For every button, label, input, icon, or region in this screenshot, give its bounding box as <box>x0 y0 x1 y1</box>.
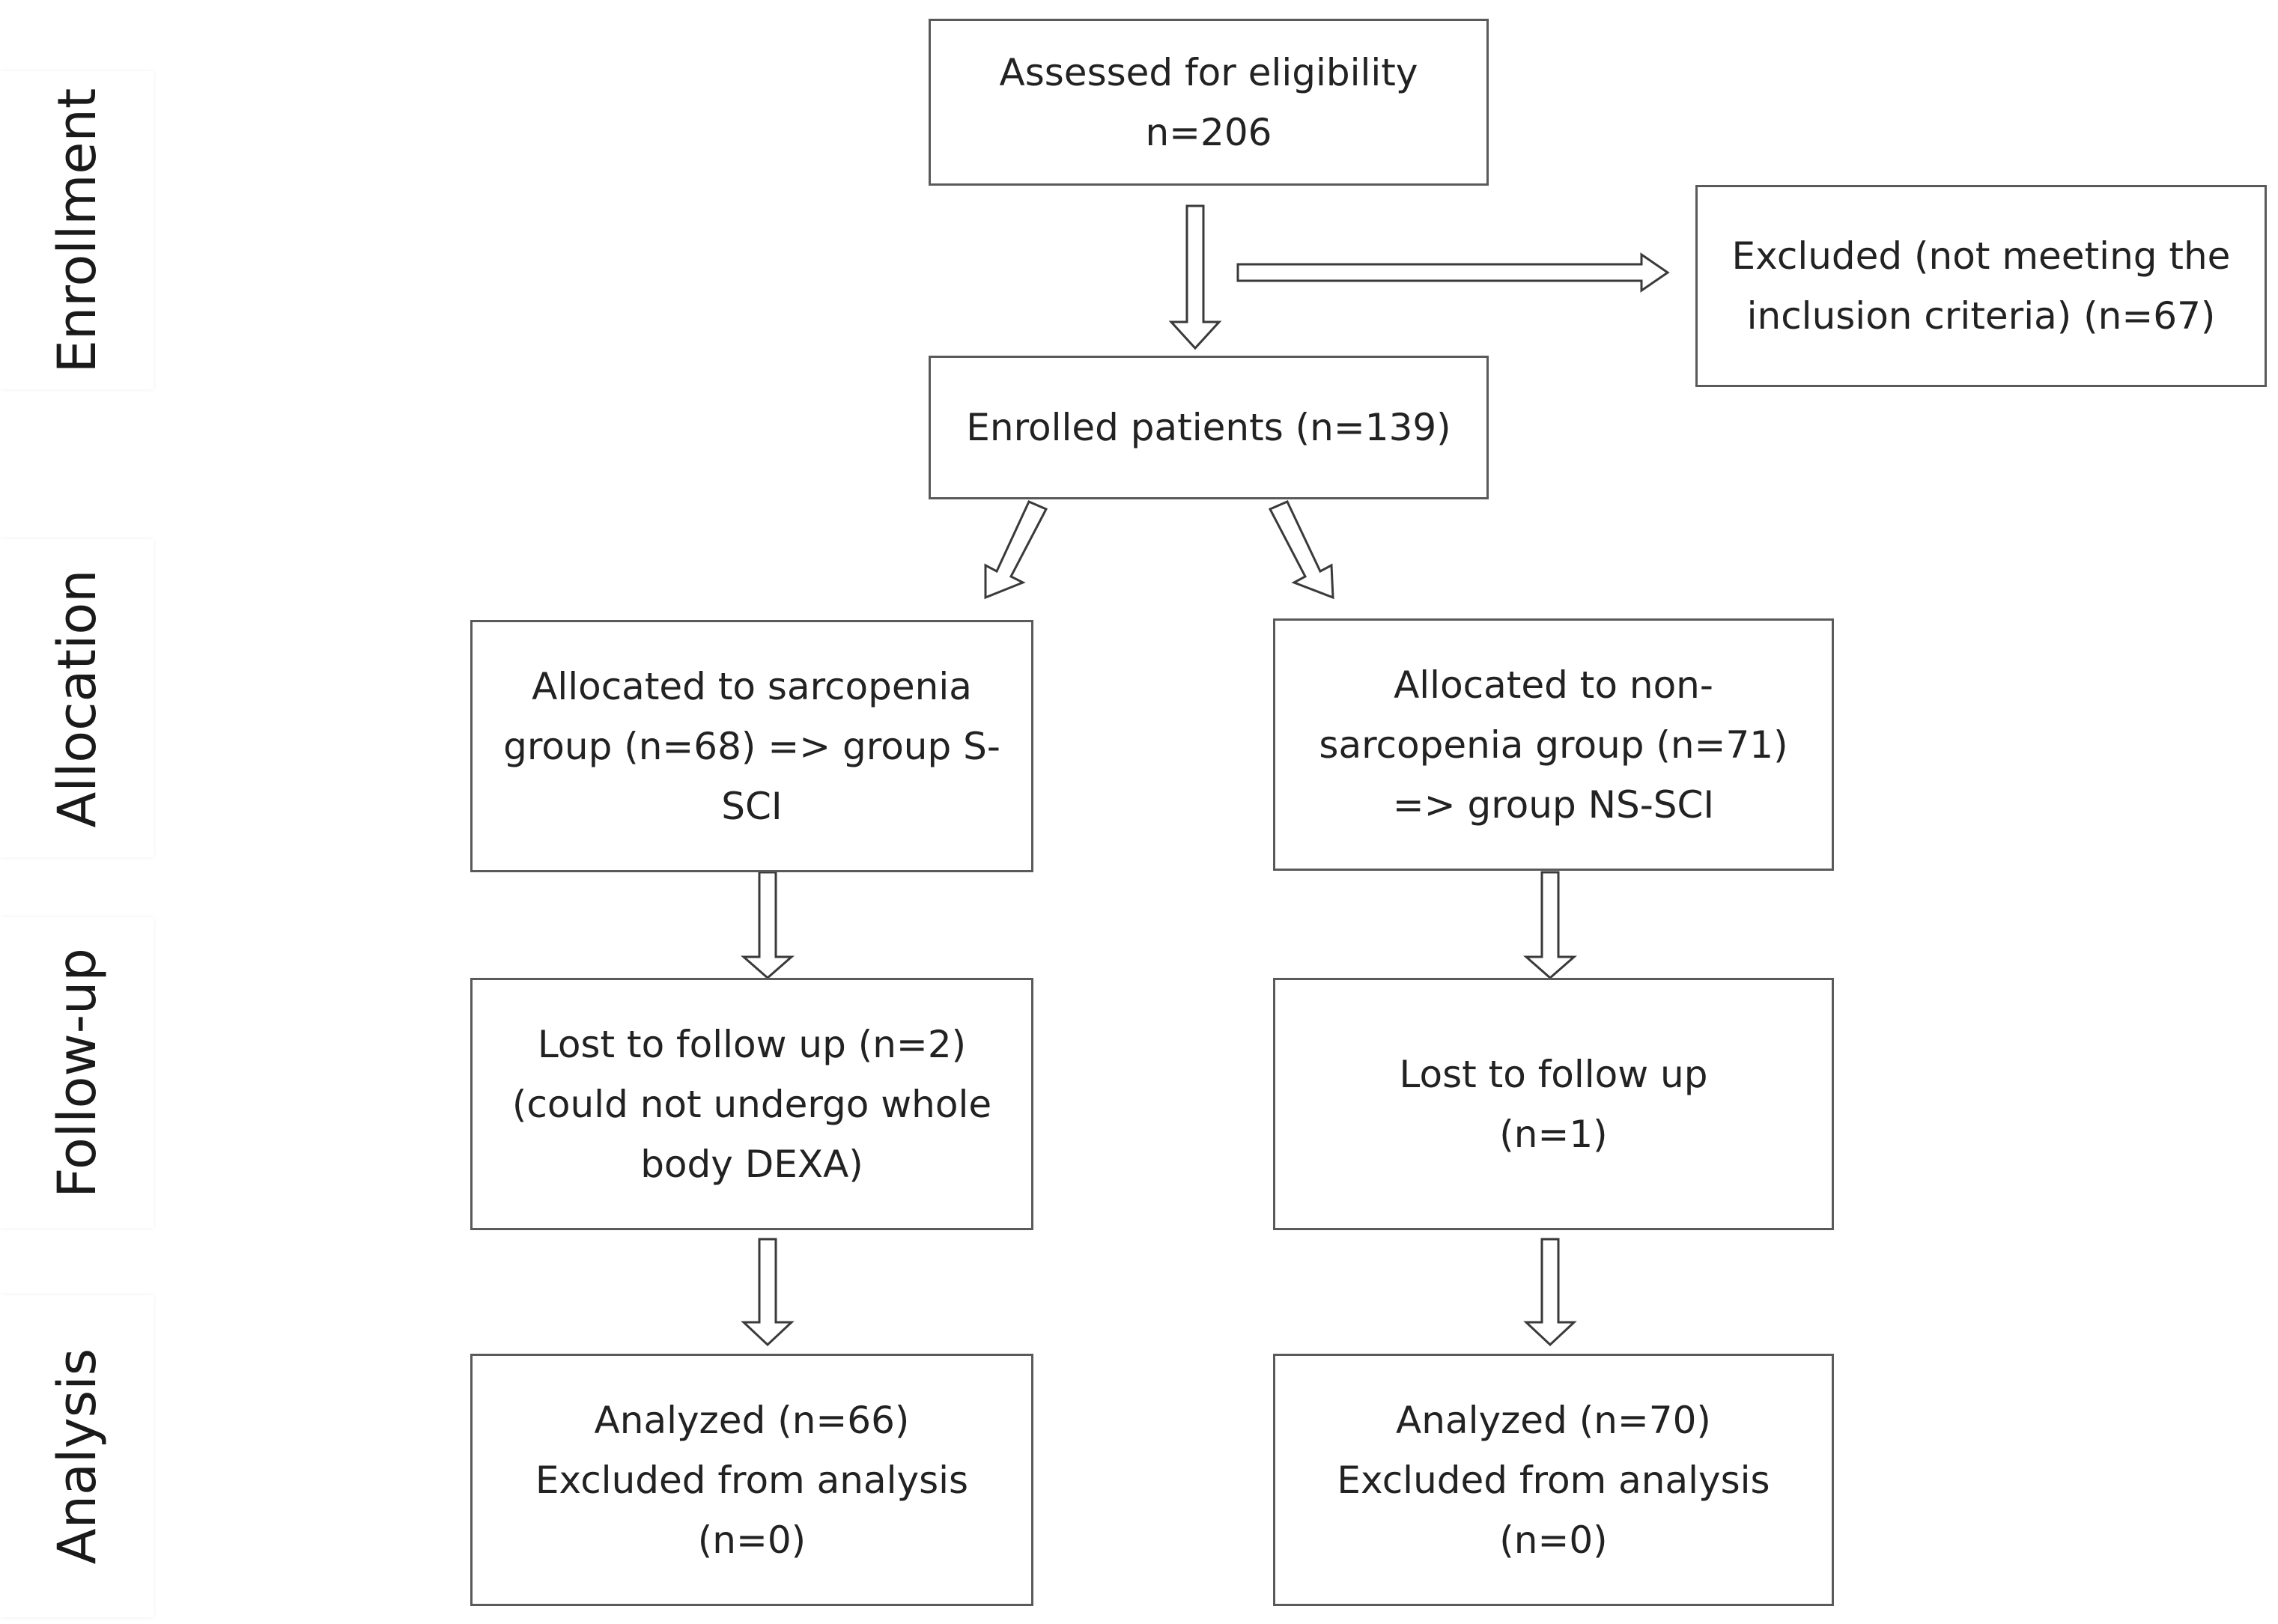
box-lost-ns-text: Lost to follow up (n=1) <box>1400 1044 1708 1164</box>
box-allocated-sarcopenia: Allocated to sarcopenia group (n=68) => … <box>470 620 1033 872</box>
arrow-enrolled-to-alloc-s <box>984 500 1048 600</box>
box-alloc-s-line-1: Allocated to sarcopenia <box>532 664 972 708</box>
phase-label-allocation: Allocation <box>46 568 108 828</box>
box-analysis-ns-text: Analyzed (n=70) Excluded from analysis (… <box>1337 1390 1770 1570</box>
box-analysis-s-line-2: Excluded from analysis <box>535 1458 969 1502</box>
arrow-lost-s-to-analysis-s <box>741 1238 795 1347</box>
box-enrolled-line-1: Enrolled patients (n=139) <box>966 406 1451 449</box>
arrow-lost-ns-to-analysis-ns <box>1523 1238 1577 1347</box>
arrow-alloc-ns-to-lost-ns <box>1523 871 1577 979</box>
box-analysis-s-text: Analyzed (n=66) Excluded from analysis (… <box>535 1390 968 1570</box>
box-allocated-non-sarcopenia: Allocated to non- sarcopenia group (n=71… <box>1273 618 1834 871</box>
phase-followup: Follow-up <box>0 917 154 1228</box>
phase-enrollment: Enrollment <box>0 71 154 389</box>
phase-allocation: Allocation <box>0 539 154 857</box>
box-lost-s-line-1: Lost to follow up (n=2) <box>537 1022 967 1066</box>
box-analysis-s-line-3: (n=0) <box>697 1518 807 1562</box>
box-analysis-non-sarcopenia: Analyzed (n=70) Excluded from analysis (… <box>1273 1354 1834 1606</box>
box-analysis-sarcopenia: Analyzed (n=66) Excluded from analysis (… <box>470 1354 1033 1606</box>
box-lost-s-line-2: (could not undergo whole <box>511 1082 992 1126</box>
box-excluded: Excluded (not meeting the inclusion crit… <box>1695 185 2267 387</box>
box-assessed-eligibility: Assessed for eligibility n=206 <box>929 19 1489 186</box>
box-alloc-ns-line-1: Allocated to non- <box>1394 663 1713 707</box>
phase-label-enrollment: Enrollment <box>46 88 108 373</box>
box-enrolled-text: Enrolled patients (n=139) <box>966 398 1451 457</box>
box-lost-ns-line-1: Lost to follow up <box>1399 1052 1708 1096</box>
box-alloc-ns-line-2: sarcopenia group (n=71) <box>1319 723 1788 767</box>
box-excluded-text: Excluded (not meeting the inclusion crit… <box>1732 226 2231 346</box>
box-lost-ns-line-2: (n=1) <box>1499 1112 1608 1156</box>
box-alloc-s-text: Allocated to sarcopenia group (n=68) => … <box>503 657 1000 836</box>
box-assessed-line-1: Assessed for eligibility <box>999 50 1418 94</box>
box-lost-followup-sarcopenia: Lost to follow up (n=2) (could not under… <box>470 978 1033 1230</box>
box-assessed-line-2: n=206 <box>1145 110 1272 154</box>
box-analysis-ns-line-1: Analyzed (n=70) <box>1396 1398 1711 1442</box>
phase-label-followup: Follow-up <box>46 947 108 1198</box>
arrow-enrolled-to-alloc-ns <box>1268 500 1334 600</box>
box-lost-s-line-3: body DEXA) <box>640 1142 863 1186</box>
box-alloc-ns-text: Allocated to non- sarcopenia group (n=71… <box>1319 655 1788 835</box>
box-alloc-s-line-3: SCI <box>721 784 783 828</box>
arrow-alloc-s-to-lost-s <box>741 871 795 979</box>
box-alloc-ns-line-3: => group NS-SCI <box>1392 782 1715 827</box>
box-analysis-ns-line-2: Excluded from analysis <box>1337 1458 1770 1502</box>
phase-label-analysis: Analysis <box>46 1348 108 1565</box>
box-lost-s-text: Lost to follow up (n=2) (could not under… <box>512 1015 991 1194</box>
box-lost-followup-non-sarcopenia: Lost to follow up (n=1) <box>1273 978 1834 1230</box>
phase-analysis: Analysis <box>0 1295 154 1617</box>
arrow-to-excluded <box>1236 252 1670 293</box>
box-excluded-line-2: inclusion criteria) (n=67) <box>1746 294 2216 338</box>
box-alloc-s-line-2: group (n=68) => group S- <box>503 724 1000 768</box>
box-enrolled: Enrolled patients (n=139) <box>929 356 1489 499</box>
arrow-assessed-to-enrolled <box>1168 204 1222 350</box>
box-assessed-text: Assessed for eligibility n=206 <box>1000 43 1418 162</box>
box-analysis-ns-line-3: (n=0) <box>1499 1518 1608 1562</box>
box-analysis-s-line-1: Analyzed (n=66) <box>594 1398 910 1442</box>
box-excluded-line-1: Excluded (not meeting the <box>1731 234 2231 278</box>
